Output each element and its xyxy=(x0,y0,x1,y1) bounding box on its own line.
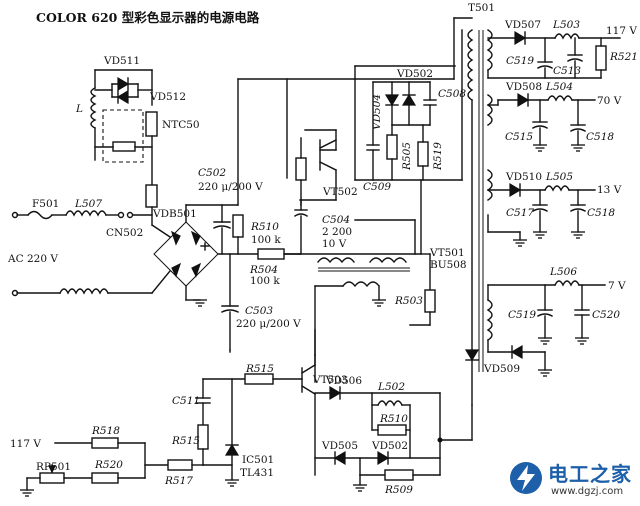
diagram-title: COLOR 620 型彩色显示器的电源电路 xyxy=(36,10,260,25)
inductor-l507-top xyxy=(65,210,107,217)
label-r504: R504 xyxy=(249,264,278,276)
resistor-r510 xyxy=(232,214,244,238)
secondary-70v xyxy=(487,92,596,152)
label-l503: L503 xyxy=(552,19,580,31)
label-l506: L506 xyxy=(549,266,577,278)
label-l504: L504 xyxy=(545,81,573,93)
connector-cn502 xyxy=(117,211,125,219)
label-c511: C511 xyxy=(172,395,200,407)
secondary-13v xyxy=(487,182,596,247)
label-vd512: VD512 xyxy=(149,91,186,103)
label-c508: C508 xyxy=(438,88,466,100)
label-vdb501: VDB501 xyxy=(152,208,197,220)
label-r519: R519 xyxy=(432,142,444,171)
label-vt501-type: BU508 xyxy=(430,259,467,271)
label-r515-top: R515 xyxy=(245,363,274,375)
label-c504-value2: 10 V xyxy=(322,238,347,250)
label-rp501: RP501 xyxy=(36,461,71,473)
label-c518-a: C518 xyxy=(586,131,614,143)
label-c519-b: C519 xyxy=(508,309,536,321)
lightning-logo-icon xyxy=(510,462,542,494)
label-t501: T501 xyxy=(468,2,495,14)
transistor-vt501 xyxy=(409,179,436,326)
output-117v: 117 V xyxy=(606,25,637,37)
degauss-circuit xyxy=(90,69,158,226)
watermark-logo: 电工之家 www.dgzj.com xyxy=(505,456,640,506)
label-c520: C520 xyxy=(592,309,620,321)
inductor-l507-bottom xyxy=(59,288,109,295)
label-f501: F501 xyxy=(32,198,59,210)
label-l505: L505 xyxy=(545,171,573,183)
resistor-r504 xyxy=(257,248,285,260)
label-vd510: VD510 xyxy=(505,171,542,183)
label-vd511: VD511 xyxy=(103,55,140,67)
label-ic501: IC501 xyxy=(242,454,274,466)
label-vd509: VD509 xyxy=(483,363,520,375)
label-vd508: VD508 xyxy=(505,81,542,93)
label-r510-value: 100 k xyxy=(251,234,281,246)
label-r503: R503 xyxy=(394,295,423,307)
output-70v: 70 V xyxy=(597,95,622,107)
label-c504-value1: 2 200 xyxy=(322,226,352,238)
label-r509: R509 xyxy=(384,484,413,496)
label-r510-ctrl: R510 xyxy=(379,413,408,425)
capacitor-c503 xyxy=(221,253,239,353)
label-vt503: VT503 xyxy=(312,374,348,386)
label-r517: R517 xyxy=(164,475,193,487)
label-ntc50: NTC50 xyxy=(162,119,200,131)
transistor-vt502 xyxy=(286,78,337,255)
fuse-f501 xyxy=(27,210,67,220)
label-vd507: VD507 xyxy=(504,19,541,31)
label-l502: L502 xyxy=(377,381,405,393)
label-r520: R520 xyxy=(94,459,123,471)
label-vd504: VD504 xyxy=(371,94,383,130)
snubber-network xyxy=(354,29,463,181)
label-tl431: TL431 xyxy=(240,467,274,479)
transformer-core xyxy=(467,29,493,372)
label-vt501: VT501 xyxy=(429,247,465,259)
ac-input xyxy=(11,211,61,297)
label-ac-input: AC 220 V xyxy=(7,253,58,265)
label-c504: C504 xyxy=(322,214,350,226)
watermark-text: 电工之家 xyxy=(548,462,632,486)
output-7v: 7 V xyxy=(608,280,626,292)
label-c503: C503 xyxy=(245,305,273,317)
label-l-degauss: L xyxy=(75,103,83,115)
label-vd502-top: VD502 xyxy=(396,68,433,80)
label-117v-ref: 117 V xyxy=(10,438,41,450)
label-c518-b: C518 xyxy=(587,207,615,219)
watermark-url: www.dgzj.com xyxy=(551,486,624,497)
label-cn502: CN502 xyxy=(106,227,143,239)
label-r521: R521 xyxy=(609,51,638,63)
control-circuit xyxy=(19,329,473,497)
label-r504-value: 100 k xyxy=(250,275,280,287)
output-13v: 13 V xyxy=(597,184,622,196)
capacitor-c502 xyxy=(213,204,231,255)
label-c502: C502 xyxy=(198,167,226,179)
label-r515-side: R515 xyxy=(171,435,200,447)
label-l507: L507 xyxy=(74,198,102,210)
secondary-117v xyxy=(487,30,621,79)
label-r510: R510 xyxy=(250,221,279,233)
label-r505: R505 xyxy=(401,142,413,171)
label-c519-top: C519 xyxy=(506,55,534,67)
label-c515: C515 xyxy=(505,131,533,143)
label-vd502-ctrl: VD502 xyxy=(371,440,408,452)
label-r518: R518 xyxy=(91,425,120,437)
label-c517: C517 xyxy=(506,207,534,219)
label-vd506: VD506 xyxy=(325,375,362,387)
label-c502-value: 220 μ/200 V xyxy=(198,181,263,193)
label-c513: C513 xyxy=(553,65,581,77)
secondary-7v xyxy=(487,280,606,377)
label-c503-value: 220 μ/200 V xyxy=(236,318,301,330)
label-vd505: VD505 xyxy=(321,440,358,452)
label-c509: C509 xyxy=(363,181,391,193)
label-vt502: VT502 xyxy=(322,186,358,198)
